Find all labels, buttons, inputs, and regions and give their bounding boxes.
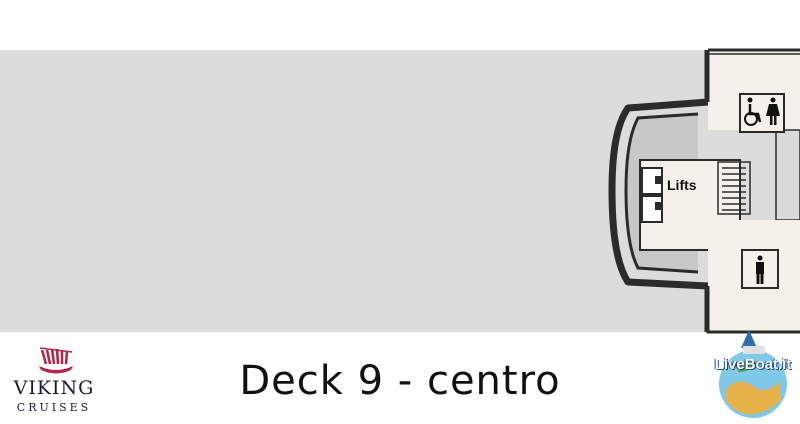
- right-room-mid: [775, 129, 800, 221]
- deck-plan: Lifts: [0, 48, 800, 334]
- man-icon: [756, 255, 764, 284]
- cruise-line-sub: CRUISES: [16, 401, 92, 414]
- viking-cruises-logo: VIKING CRUISES: [2, 344, 106, 418]
- hull-frame: [706, 48, 800, 334]
- globe-icon: [719, 330, 787, 418]
- deck-title: Deck 9 - centro: [239, 358, 561, 404]
- longship-icon: [39, 347, 73, 374]
- cruise-line-name: VIKING: [13, 377, 95, 399]
- woman-icon: [766, 97, 780, 125]
- staircase: [717, 161, 751, 215]
- liveboat-watermark: LiveBoat.it: [705, 326, 800, 420]
- wheelchair-icon: [744, 97, 762, 126]
- lift-door-1: [655, 176, 661, 184]
- lift-door-2: [655, 202, 661, 210]
- lift-shaft-1: [641, 167, 663, 195]
- lifts-label: Lifts: [667, 177, 697, 193]
- watermark-text: LiveBoat.it: [714, 356, 792, 373]
